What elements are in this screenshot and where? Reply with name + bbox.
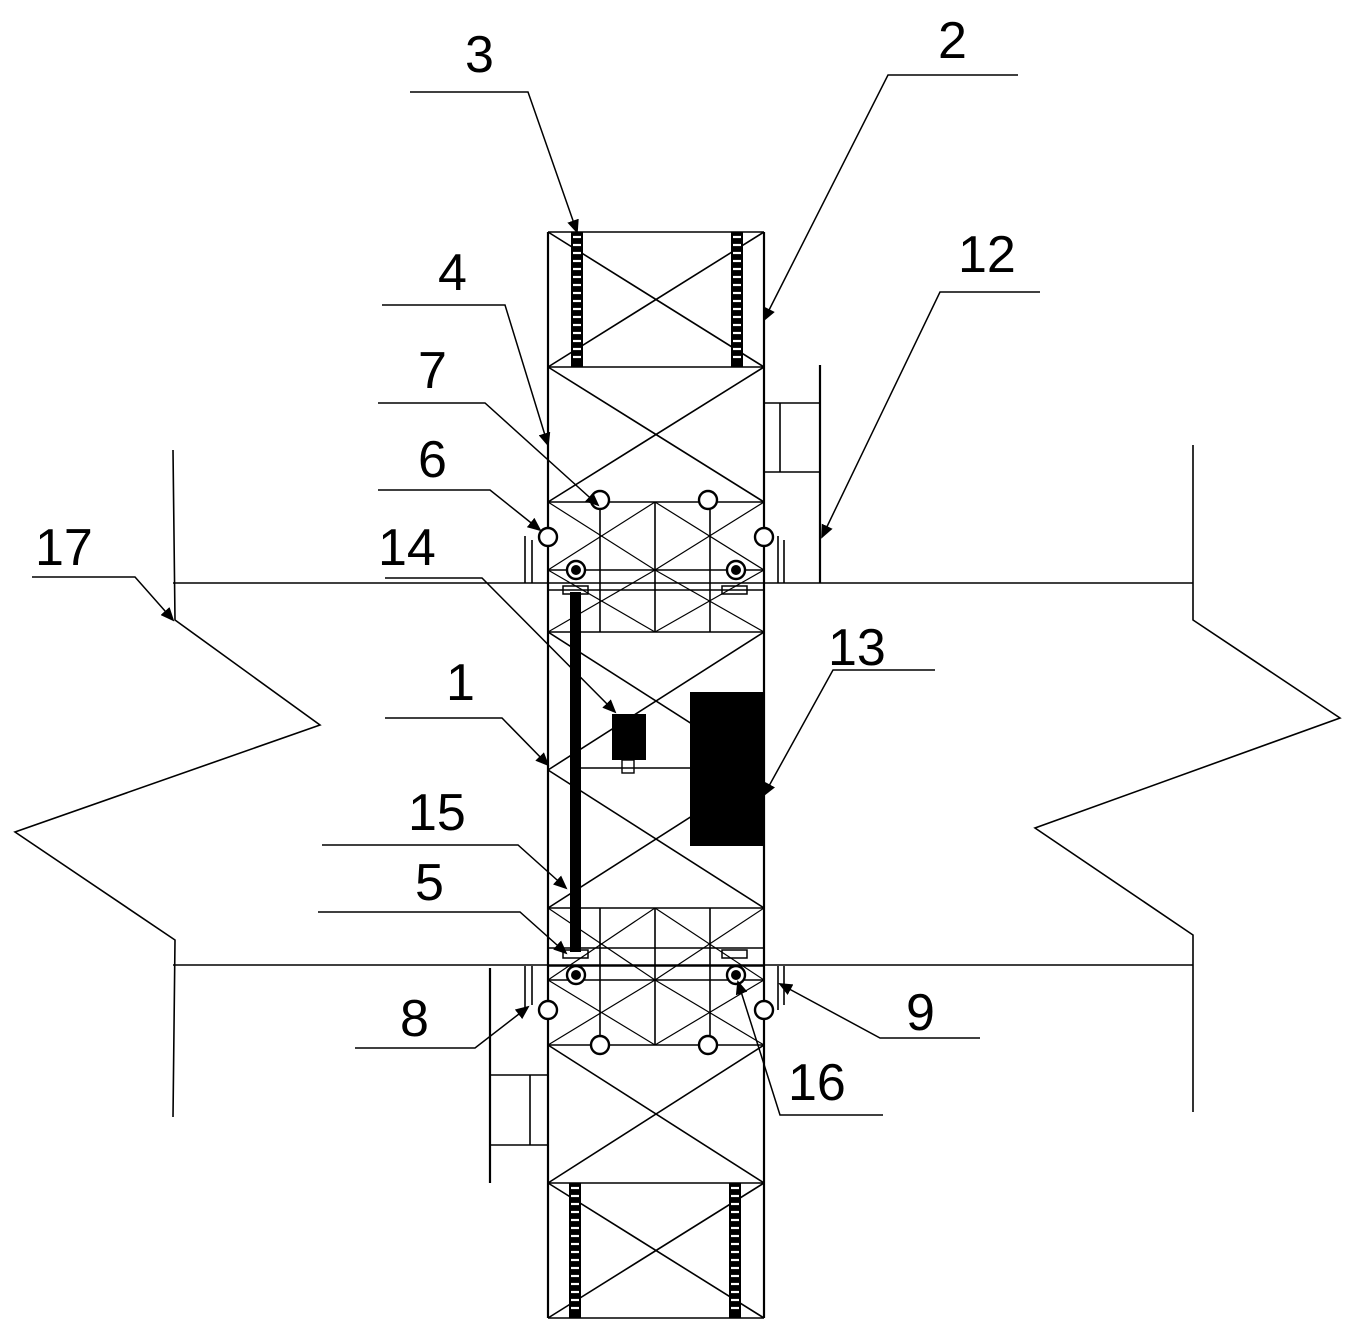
label-2: 2 [938, 12, 967, 70]
guide-roller [753, 999, 775, 1021]
rack-bar [569, 1183, 581, 1318]
leader-line [763, 74, 1018, 322]
rack-bar [729, 1183, 741, 1318]
label-12: 12 [958, 226, 1016, 284]
leader-line [385, 577, 617, 714]
label-7: 7 [418, 342, 447, 400]
label-5: 5 [415, 854, 444, 912]
guide-roller [537, 526, 559, 548]
label-8: 8 [400, 990, 429, 1048]
guide-rollers [537, 489, 775, 1056]
leader-line [318, 911, 568, 955]
label-15: 15 [408, 784, 466, 842]
guide-roller [589, 1034, 611, 1056]
pivot-roller [725, 964, 747, 986]
guide-roller [697, 489, 719, 511]
label-4: 4 [438, 244, 467, 302]
label-16: 16 [788, 1054, 846, 1112]
label-1: 1 [446, 654, 475, 712]
leader-line [322, 844, 568, 890]
leader-line [763, 669, 935, 797]
leader-line [378, 402, 600, 507]
leader-line [378, 489, 542, 532]
leader-line [821, 291, 1040, 539]
guide-roller [753, 526, 775, 548]
leader-line [385, 717, 550, 767]
rack-bar [571, 232, 583, 367]
label-17: 17 [35, 519, 93, 577]
label-14: 14 [378, 519, 436, 577]
leader-line [735, 980, 883, 1116]
part-labels: 3 2 12 4 7 6 17 14 13 1 15 5 8 9 16 [35, 12, 1016, 1112]
label-3: 3 [465, 26, 494, 84]
leader-line [32, 576, 175, 622]
leader-line [355, 1005, 530, 1049]
guide-roller [589, 489, 611, 511]
leader-line [410, 91, 579, 234]
pivot-roller [565, 559, 587, 581]
guide-roller [537, 999, 559, 1021]
floor-slab [13, 445, 1342, 1118]
leader-line [778, 983, 980, 1039]
label-6: 6 [418, 431, 447, 489]
pivot-roller [725, 559, 747, 581]
pivot-roller [565, 964, 587, 986]
guide-roller [697, 1034, 719, 1056]
rack-bars [569, 232, 743, 1318]
control-units [581, 692, 764, 846]
wall-brackets [488, 365, 822, 1183]
label-13: 13 [828, 619, 886, 677]
leader-line [382, 304, 551, 447]
rack-bar [731, 232, 743, 367]
leader-lines [32, 74, 1040, 1116]
label-9: 9 [906, 984, 935, 1042]
